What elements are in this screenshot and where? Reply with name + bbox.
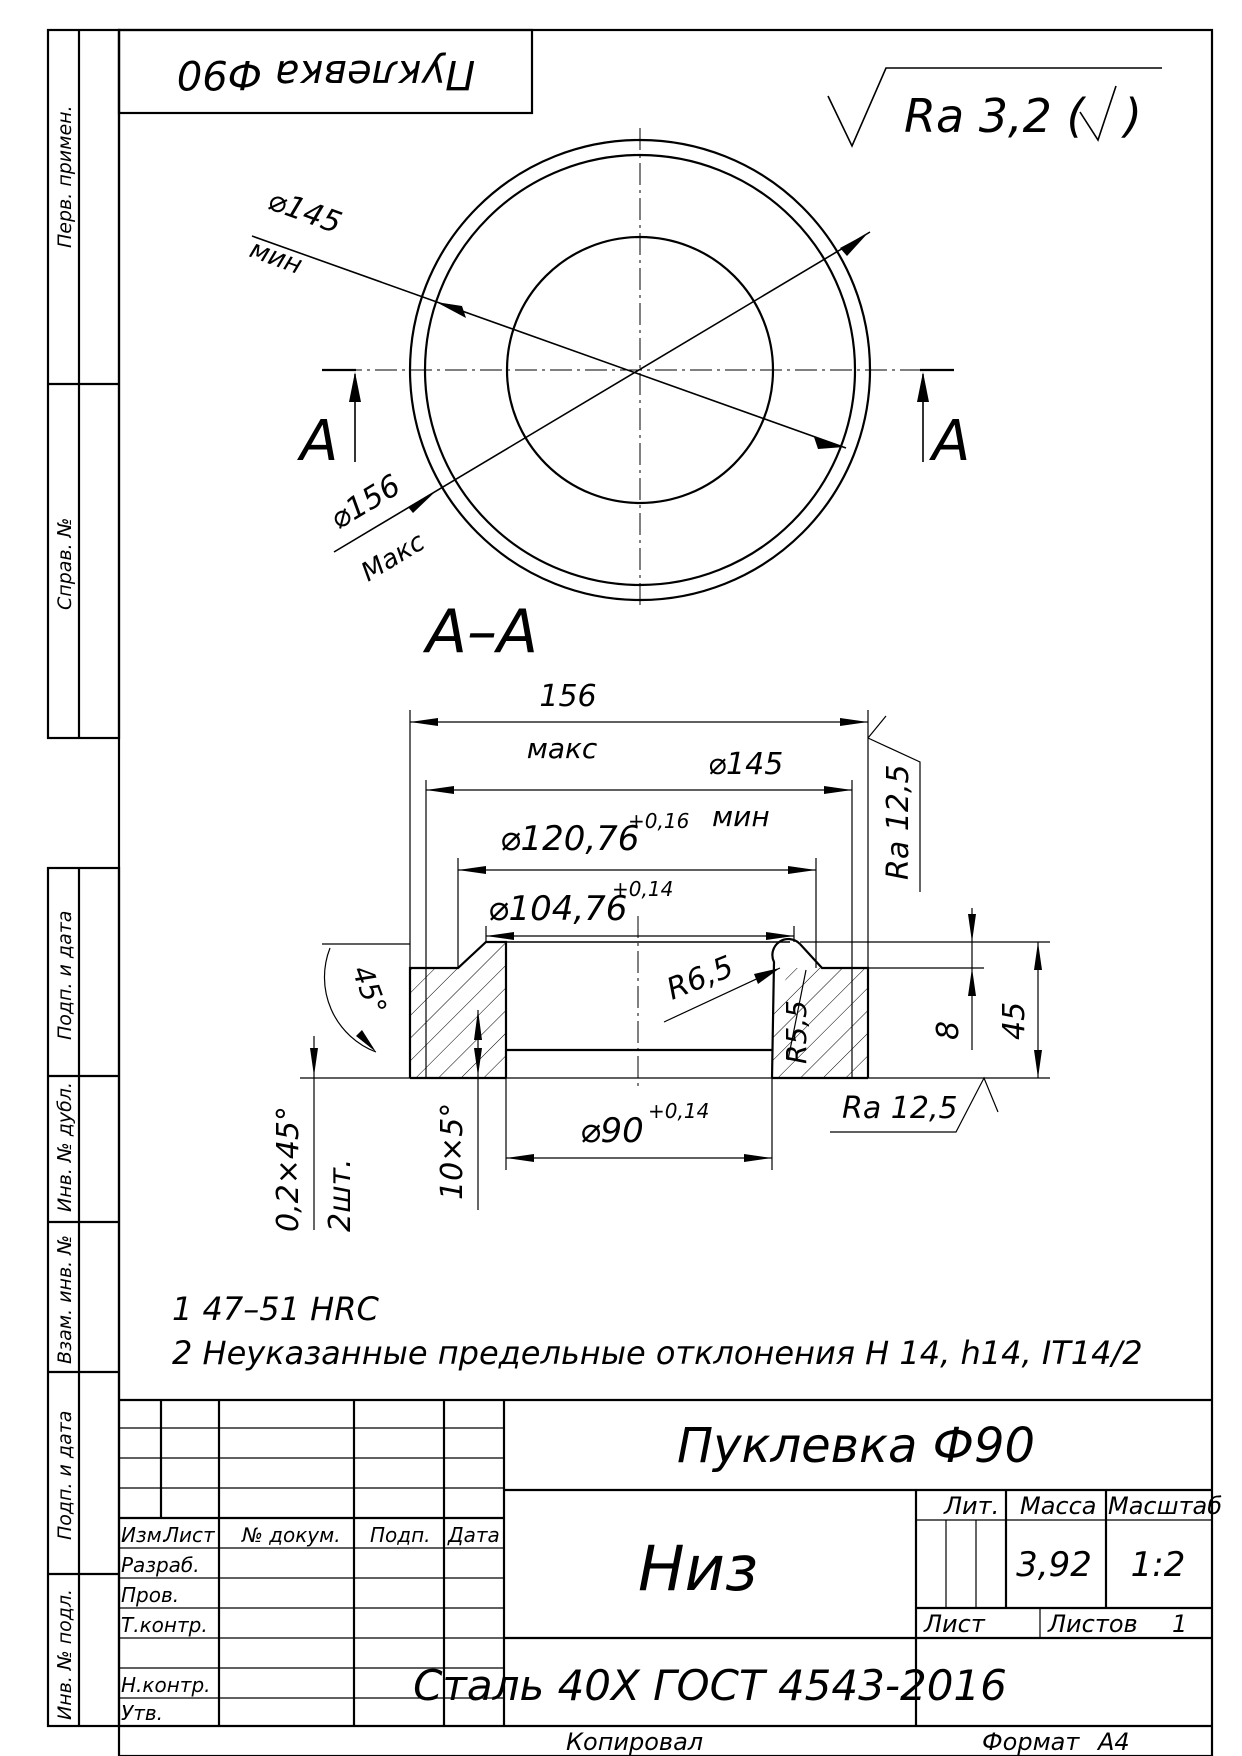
footer-format-value: А4	[1096, 1728, 1130, 1756]
tb-row-nkontr: Н.контр.	[121, 1673, 211, 1697]
top-dia-156-note: Макс	[356, 527, 430, 588]
section-dim-156: 156	[539, 679, 596, 714]
tb-col-podp: Подп.	[370, 1523, 431, 1547]
side-label-sprav-no: Справ. №	[54, 518, 76, 610]
general-roughness: Ra 3,2 ( )	[827, 67, 1162, 148]
tb-listov-label: Листов	[1047, 1610, 1138, 1638]
top-dia-145-note: мин	[246, 234, 307, 280]
top-stamp: Пуклевка Ф90	[117, 28, 534, 115]
section-hatch-left	[410, 942, 506, 1078]
section-view: 156 макс ⌀145 мин ⌀120,76 +0,16 ⌀104,76 …	[271, 679, 1050, 1232]
title-block: Изм. Лист № докум. Подп. Дата Разраб. Пр…	[119, 1398, 1222, 1726]
tb-row-utv: Утв.	[121, 1701, 163, 1725]
tb-part-name: Пуклевка Ф90	[677, 1418, 1035, 1474]
tb-listov-value: 1	[1172, 1610, 1187, 1638]
cut-letter-right: А	[929, 409, 970, 474]
section-dim-145-note: мин	[712, 800, 770, 833]
tb-col-izm: Изм.	[121, 1523, 168, 1547]
tb-col-data: Дата	[447, 1523, 500, 1547]
tb-massa-label: Масса	[1020, 1492, 1097, 1520]
section-chamfer-02-qty: 2шт.	[323, 1158, 358, 1232]
section-roughness-side: Ra 12,5	[881, 764, 916, 880]
section-radius-r65: R6,5	[662, 949, 739, 1007]
section-chamfer-10: 10×5°	[435, 1103, 470, 1200]
side-label-podp-data-top: Подп. и дата	[54, 911, 76, 1040]
side-label-perv-primen: Перв. примен.	[54, 105, 76, 248]
section-dim-120: ⌀120,76	[500, 819, 639, 859]
section-title: А–А	[422, 597, 538, 667]
tb-row-prov: Пров.	[121, 1583, 179, 1607]
section-radius-r55: R5,5	[780, 1000, 813, 1064]
section-hatch-right	[772, 968, 868, 1078]
section-tol-90: +0,14	[648, 1099, 709, 1123]
note-2: 2 Неуказанные предельные отклонения H 14…	[172, 1334, 1143, 1372]
section-height-45: 45	[997, 1002, 1032, 1040]
tb-sub-name: Низ	[638, 1532, 758, 1605]
tb-masshtab-label: Масштаб	[1108, 1492, 1222, 1520]
general-roughness-text: Ra 3,2 (	[904, 89, 1087, 143]
note-1: 1 47–51 HRC	[172, 1290, 379, 1328]
tb-lit-label: Лит.	[943, 1492, 999, 1520]
section-chamfer-02: 0,2×45°	[271, 1106, 306, 1232]
section-dim-156-note: макс	[527, 732, 598, 765]
top-stamp-text: Пуклевка Ф90	[177, 51, 475, 97]
tb-masshtab-value: 1:2	[1131, 1545, 1186, 1585]
side-label-podp-data-bottom: Подп. и дата	[54, 1411, 76, 1540]
side-column: Перв. примен. Справ. № Подп. и дата Инв.…	[46, 28, 121, 1728]
tb-material: Сталь 40Х ГОСТ 4543-2016	[413, 1661, 1007, 1710]
tb-col-doc: № докум.	[241, 1523, 341, 1547]
side-label-inv-podl: Инв. № подл.	[54, 1589, 76, 1720]
section-roughness-bottom: Ra 12,5	[842, 1091, 958, 1126]
tb-row-razrab: Разраб.	[121, 1553, 200, 1577]
side-label-inv-dubl: Инв. № дубл.	[54, 1082, 76, 1212]
top-view: А А ⌀145 мин ⌀156 Макс	[246, 128, 970, 610]
section-angle-45: 45°	[345, 961, 393, 1019]
section-dim-145: ⌀145	[708, 747, 783, 782]
tb-row-tkontr: Т.контр.	[121, 1613, 208, 1637]
footer-format-label: Формат	[982, 1728, 1080, 1756]
section-tol-104: +0,14	[612, 877, 673, 901]
tb-col-list: Лист	[163, 1523, 216, 1547]
top-dia-156: ⌀156	[324, 468, 407, 537]
top-dia-145: ⌀145	[263, 183, 346, 242]
section-height-8: 8	[931, 1021, 966, 1040]
section-tol-120: +0,16	[628, 809, 689, 833]
general-roughness-tail: )	[1121, 89, 1142, 143]
tb-list-label: Лист	[923, 1610, 986, 1638]
section-dim-104: ⌀104,76	[488, 889, 627, 929]
tb-massa-value: 3,92	[1016, 1545, 1092, 1585]
footer-kopiroval: Копировал	[566, 1728, 703, 1756]
section-dim-90: ⌀90	[580, 1111, 644, 1151]
side-label-vzam-inv: Взам. инв. №	[54, 1235, 76, 1364]
cut-letter-left: А	[297, 409, 338, 474]
